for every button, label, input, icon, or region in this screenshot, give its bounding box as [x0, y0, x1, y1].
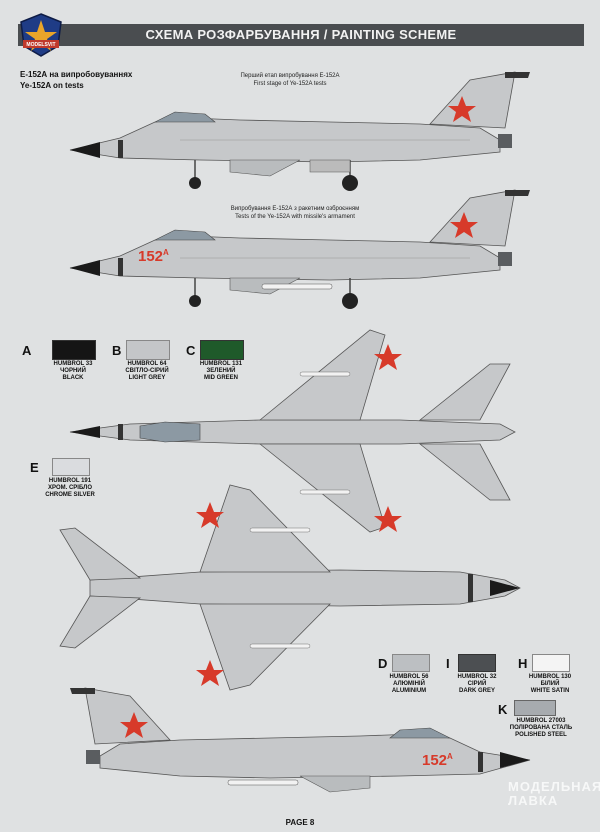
- logo-text: MODELSVIT: [26, 42, 55, 48]
- view2-caption-en: Tests of the Ye-152A with missile's arma…: [235, 214, 355, 220]
- color-label-k: K: [498, 702, 508, 717]
- color-label-a: A: [22, 343, 32, 358]
- swatch-a-brand: HUMBROL 33: [53, 361, 93, 367]
- page-title: СХЕМА РОЗФАРБУВАННЯ / PAINTING SCHEME: [145, 27, 457, 42]
- swatch-i-en: DARK GREY: [458, 688, 495, 694]
- color-label-c: C: [186, 343, 196, 358]
- color-label-e: E: [30, 460, 39, 475]
- view1-title-en: Ye-152A on tests: [20, 81, 84, 90]
- swatch-e-en: CHROME SILVER: [45, 492, 95, 498]
- swatch-c-ua: ЗЕЛЕНИЙ: [206, 368, 236, 374]
- swatch-e-brand: HUMBROL 191: [48, 478, 92, 484]
- swatch-k: [514, 700, 556, 716]
- view1-caption-en: First stage of Ye-152A tests: [253, 81, 327, 87]
- swatch-i-brand: HUMBROL 32: [457, 674, 497, 680]
- color-label-h: H: [518, 656, 528, 671]
- swatch-k-ua: ПОЛІРОВАНА СТАЛЬ: [509, 725, 573, 731]
- view2-caption-ua: Випробування Е-152А з ракетним озброєння…: [230, 206, 360, 212]
- swatch-h: [532, 654, 570, 672]
- header-bar: СХЕМА РОЗФАРБУВАННЯ / PAINTING SCHEME: [18, 24, 584, 46]
- swatch-i-ua: СІРИЙ: [467, 681, 487, 687]
- color-label-i: I: [446, 656, 450, 671]
- view1-caption-ua: Перший етап випробування Е-152А: [240, 73, 340, 79]
- swatch-b-brand: HUMBROL 64: [127, 361, 167, 367]
- swatch-h-en: WHITE SATIN: [530, 688, 570, 694]
- tail-number-3: 152A: [422, 752, 453, 769]
- swatch-a-ua: ЧОРНИЙ: [60, 368, 86, 374]
- swatch-e-ua: ХРОМ. СРІБЛО: [48, 485, 92, 491]
- swatch-b-en: LIGHT GREY: [128, 375, 166, 381]
- swatch-a: [52, 340, 96, 360]
- swatch-d-ua: АЛЮМІНІЙ: [393, 681, 425, 687]
- swatch-a-en: BLACK: [62, 375, 84, 381]
- color-label-b: B: [112, 343, 122, 358]
- swatch-k-en: POLISHED STEEL: [515, 732, 567, 738]
- view1-title-ua: Е-152А на випробовуваннях: [20, 70, 133, 79]
- swatch-h-ua: БІЛИЙ: [540, 681, 560, 687]
- swatch-d-brand: HUMBROL 56: [389, 674, 429, 680]
- swatch-c-brand: HUMBROL 131: [199, 361, 243, 367]
- swatch-c: [200, 340, 244, 360]
- swatch-h-brand: HUMBROL 130: [528, 674, 572, 680]
- watermark: МОДЕЛЬНАЯ ЛАВКА: [508, 779, 600, 808]
- tail-number-2: 152A: [138, 248, 169, 265]
- swatch-d: [392, 654, 430, 672]
- color-label-d: D: [378, 656, 388, 671]
- swatch-d-en: ALUMINIUM: [391, 688, 427, 694]
- swatch-i: [458, 654, 496, 672]
- swatch-b: [126, 340, 170, 360]
- swatch-k-brand: HUMBROL 27003: [516, 718, 566, 724]
- swatch-b-ua: СВІТЛО-СІРИЙ: [125, 368, 169, 374]
- page-number: PAGE 8: [285, 818, 315, 827]
- modelsvit-logo: MODELSVIT: [20, 13, 62, 57]
- swatch-e: [52, 458, 90, 476]
- swatch-c-en: MID GREEN: [203, 375, 238, 381]
